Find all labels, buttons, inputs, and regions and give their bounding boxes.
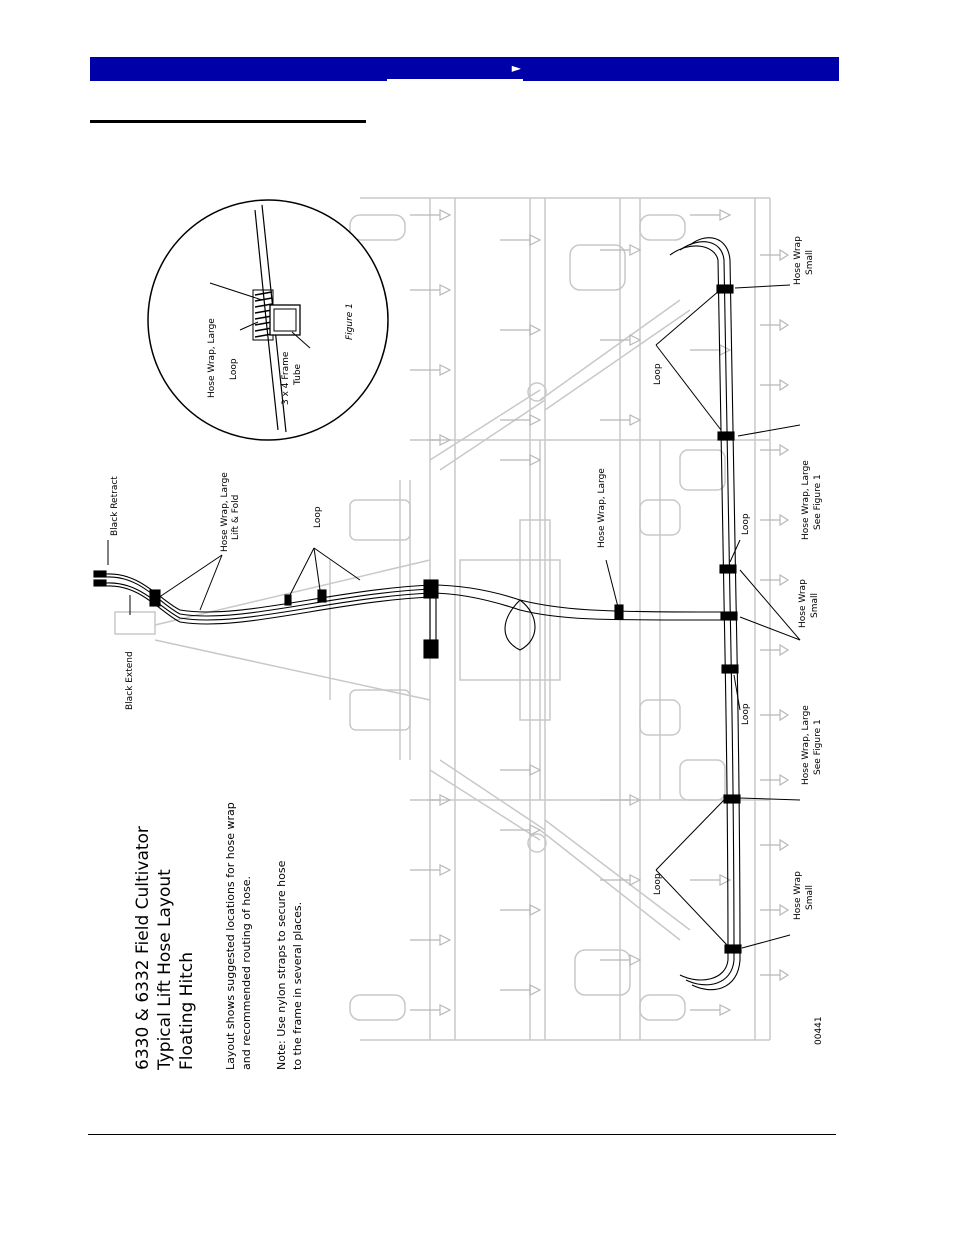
cultivator-shanks xyxy=(410,209,790,1016)
label-loop-mid-upper: Loop xyxy=(741,513,751,535)
label-lift-fold: Lift & Fold xyxy=(231,495,241,540)
label-hose-wrap-small-top-2: Small xyxy=(805,250,815,275)
label-loop-bottom: Loop xyxy=(653,873,663,895)
label-hose-wrap-small-bottom-1: Hose Wrap xyxy=(793,871,803,920)
leader-lines xyxy=(107,284,801,949)
hose-routing xyxy=(93,237,742,991)
footer-rule xyxy=(88,1134,836,1135)
title-line-2: Typical Lift Hose Layout xyxy=(155,869,175,1071)
label-loop-hitch: Loop xyxy=(313,506,323,528)
title-line-1: 6330 & 6332 Field Cultivator xyxy=(133,826,153,1070)
label-hose-wrap-small-mid-2: Small xyxy=(810,593,820,618)
header-bar xyxy=(90,57,839,81)
note-line-3: Note: Use nylon straps to secure hose xyxy=(275,860,288,1070)
label-hose-wrap-small-top-1: Hose Wrap xyxy=(793,236,803,285)
label-see-figure-1b: See Figure 1 xyxy=(813,719,823,775)
title-line-3: Floating Hitch xyxy=(177,952,197,1070)
next-arrow-icon: ► xyxy=(511,61,521,75)
note-line-2: and recommended routing of hose. xyxy=(240,876,253,1070)
label-hose-wrap-large-center: Hose Wrap, Large xyxy=(597,468,607,548)
label-loop-top: Loop xyxy=(653,363,663,385)
drawing-number: 00441 xyxy=(814,1016,824,1045)
note-line-1: Layout shows suggested locations for hos… xyxy=(224,802,237,1070)
note-line-4: to the frame in several places. xyxy=(291,902,304,1070)
label-hose-wrap-large-see-1: Hose Wrap, Large xyxy=(801,460,811,540)
label-hose-wrap-large-lift: Hose Wrap, Large xyxy=(220,472,230,552)
label-frame-tube-2: Tube xyxy=(293,363,303,386)
label-frame-tube-1: 3 x 4 Frame xyxy=(281,351,291,405)
label-loop-mid-lower: Loop xyxy=(741,703,751,725)
label-see-figure-1a: See Figure 1 xyxy=(813,474,823,530)
section-heading-rule xyxy=(90,120,366,123)
label-fig-loop: Loop xyxy=(229,358,239,380)
figure-1-detail xyxy=(147,199,389,441)
label-black-extend: Black Extend xyxy=(125,651,135,710)
next-page-link[interactable]: ► xyxy=(387,57,523,81)
label-figure-1: Figure 1 xyxy=(345,303,355,340)
label-fig-hose-wrap-large: Hose Wrap, Large xyxy=(207,318,217,398)
label-hose-wrap-small-mid-1: Hose Wrap xyxy=(798,579,808,628)
drawing-text: 6330 & 6332 Field Cultivator Typical Lif… xyxy=(110,236,824,1071)
label-black-retract: Black Retract xyxy=(110,476,120,536)
label-hose-wrap-large-see-2: Hose Wrap, Large xyxy=(801,705,811,785)
label-hose-wrap-small-bottom-2: Small xyxy=(805,885,815,910)
